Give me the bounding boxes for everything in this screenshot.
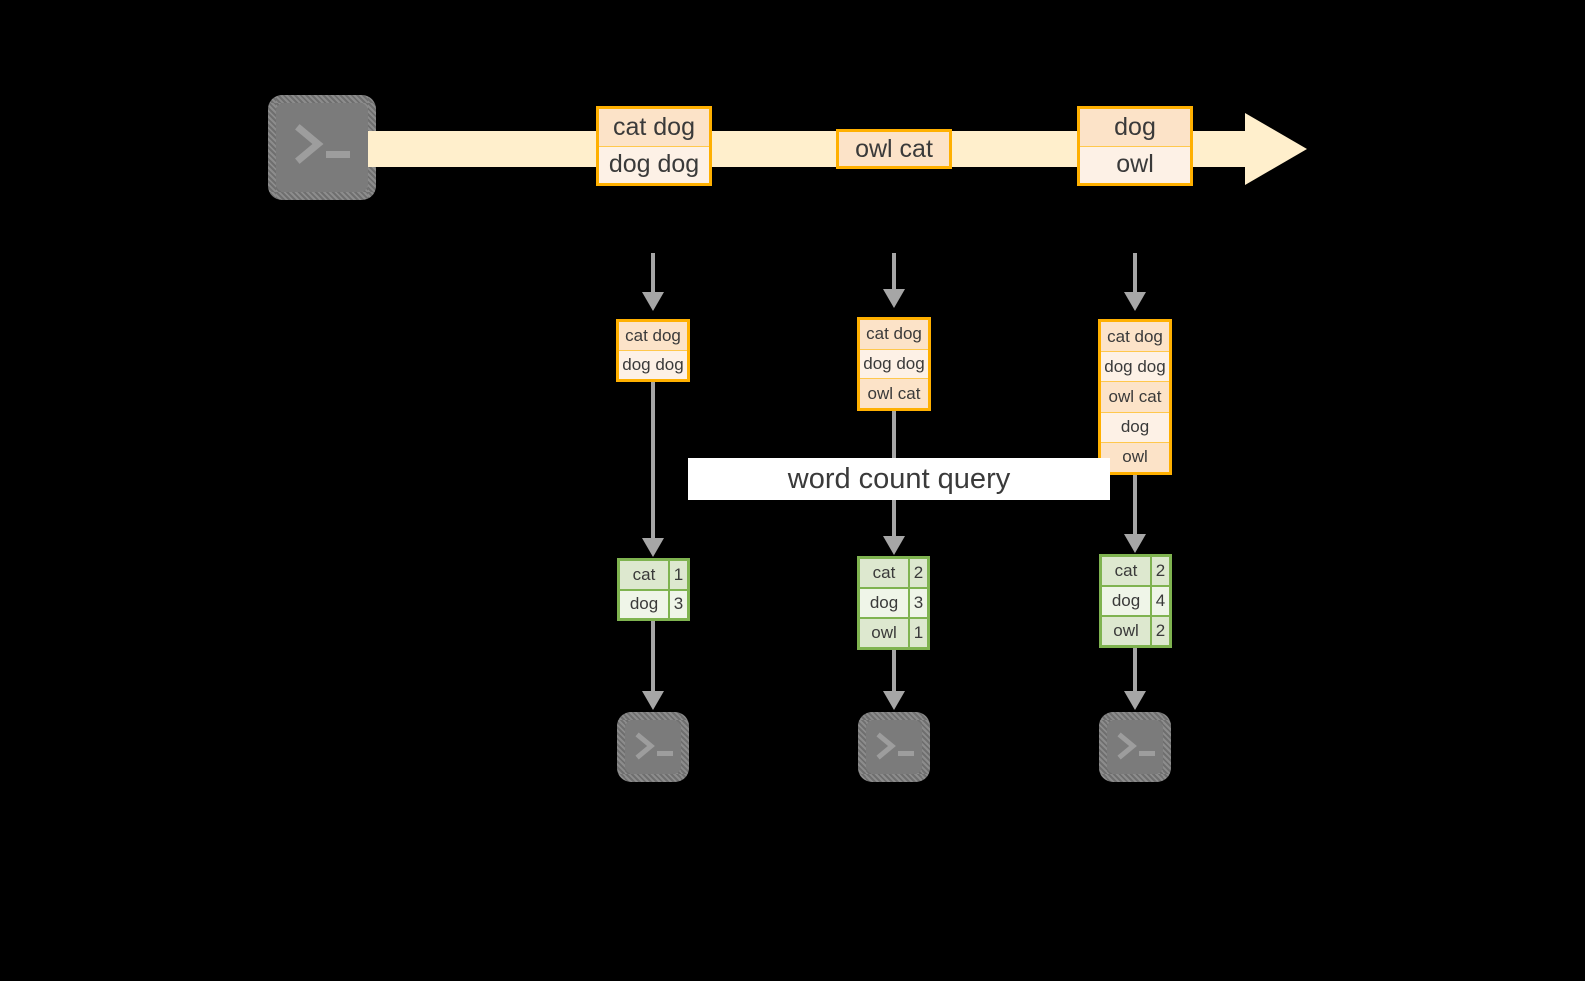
snapshot-2-input-line-3: owl cat: [860, 378, 928, 409]
snapshot-1-sink-connector: [651, 621, 655, 693]
source-terminal-icon: [268, 95, 376, 200]
snapshot-2-result-row: cat 2: [860, 559, 927, 587]
snapshot-3-result-count: 2: [1152, 557, 1169, 585]
terminal-prompt-glyph: [876, 732, 914, 760]
snapshot-3-input-line-2: dog dog: [1101, 351, 1169, 382]
snapshot-2-result-count: 3: [910, 589, 927, 617]
snapshot-3-query-arrowhead: [1124, 534, 1146, 553]
snapshot-2-query-arrowhead: [883, 536, 905, 555]
snapshot-1-query-arrowhead: [642, 538, 664, 557]
stream-batch-1: cat dog dog dog: [596, 106, 712, 186]
snapshot-1-query-connector: [651, 382, 655, 540]
stream-batch-3-line-2: owl: [1080, 145, 1190, 183]
snapshot-1-trigger-arrowhead: [642, 292, 664, 311]
snapshot-3-result-row: cat 2: [1102, 557, 1169, 585]
snapshot-3-input-line-5: owl: [1101, 441, 1169, 473]
snapshot-1-sink-arrowhead: [642, 691, 664, 710]
snapshot-3-result-count: 4: [1152, 587, 1169, 615]
snapshot-3-result-row: dog 4: [1102, 585, 1169, 615]
event-stream-arrow-icon: [1245, 113, 1307, 185]
snapshot-3-input-table: cat dog dog dog owl cat dog owl: [1098, 319, 1172, 475]
snapshot-3-sink-connector: [1133, 648, 1137, 693]
stream-batch-2-line-1: owl cat: [839, 132, 949, 166]
snapshot-1-input-line-1: cat dog: [619, 322, 687, 350]
snapshot-3-result-row: owl 2: [1102, 615, 1169, 645]
snapshot-1-sink-terminal-icon: [617, 712, 689, 782]
snapshot-1-result-table: cat 1 dog 3: [617, 558, 690, 621]
stream-batch-2: owl cat: [836, 129, 952, 169]
snapshot-1-result-count: 1: [670, 561, 687, 589]
stream-batch-1-line-2: dog dog: [599, 145, 709, 183]
snapshot-1-result-count: 3: [670, 590, 687, 618]
query-label-text: word count query: [787, 462, 1011, 495]
snapshot-2-sink-arrowhead: [883, 691, 905, 710]
snapshot-3-result-table: cat 2 dog 4 owl 2: [1099, 554, 1172, 648]
snapshot-1-trigger-connector: [651, 253, 655, 294]
snapshot-3-query-connector: [1133, 475, 1137, 536]
snapshot-1-input-line-2: dog dog: [619, 350, 687, 379]
snapshot-2-result-word: owl: [860, 619, 910, 647]
snapshot-2-input-line-2: dog dog: [860, 348, 928, 379]
snapshot-2-input-line-1: cat dog: [860, 320, 928, 349]
snapshot-2-result-word: cat: [860, 559, 910, 587]
snapshot-3-sink-terminal-icon: [1099, 712, 1171, 782]
terminal-prompt-glyph: [1117, 732, 1155, 760]
snapshot-3-input-line-3: owl cat: [1101, 381, 1169, 412]
snapshot-2-result-count: 2: [910, 559, 927, 587]
snapshot-2-result-word: dog: [860, 589, 910, 617]
snapshot-1-result-row: cat 1: [620, 561, 687, 589]
snapshot-3-sink-arrowhead: [1124, 691, 1146, 710]
terminal-screen: [276, 103, 368, 192]
snapshot-3-result-word: dog: [1102, 587, 1152, 615]
snapshot-3-result-count: 2: [1152, 617, 1169, 645]
snapshot-2-result-row: owl 1: [860, 617, 927, 647]
snapshot-2-trigger-connector: [892, 253, 896, 291]
snapshot-1-input-table: cat dog dog dog: [616, 319, 690, 382]
snapshot-3-result-word: cat: [1102, 557, 1152, 585]
stream-batch-3: dog owl: [1077, 106, 1193, 186]
snapshot-3-input-line-4: dog: [1101, 411, 1169, 442]
snapshot-1-result-row: dog 3: [620, 588, 687, 618]
snapshot-2-result-table: cat 2 dog 3 owl 1: [857, 556, 930, 650]
snapshot-3-trigger-connector: [1133, 253, 1137, 294]
stream-batch-3-line-1: dog: [1080, 109, 1190, 146]
snapshot-2-trigger-arrowhead: [883, 289, 905, 308]
stream-batch-1-line-1: cat dog: [599, 109, 709, 146]
snapshot-2-input-table: cat dog dog dog owl cat: [857, 317, 931, 411]
snapshot-1-result-word: dog: [620, 590, 670, 618]
snapshot-2-sink-connector: [892, 650, 896, 693]
query-label: word count query: [688, 458, 1110, 500]
snapshot-2-result-row: dog 3: [860, 587, 927, 617]
snapshot-3-input-line-1: cat dog: [1101, 322, 1169, 352]
terminal-prompt-glyph: [635, 732, 673, 760]
snapshot-1-result-word: cat: [620, 561, 670, 589]
snapshot-2-result-count: 1: [910, 619, 927, 647]
terminal-prompt-glyph: [295, 124, 350, 164]
snapshot-2-sink-terminal-icon: [858, 712, 930, 782]
snapshot-3-trigger-arrowhead: [1124, 292, 1146, 311]
snapshot-3-result-word: owl: [1102, 617, 1152, 645]
